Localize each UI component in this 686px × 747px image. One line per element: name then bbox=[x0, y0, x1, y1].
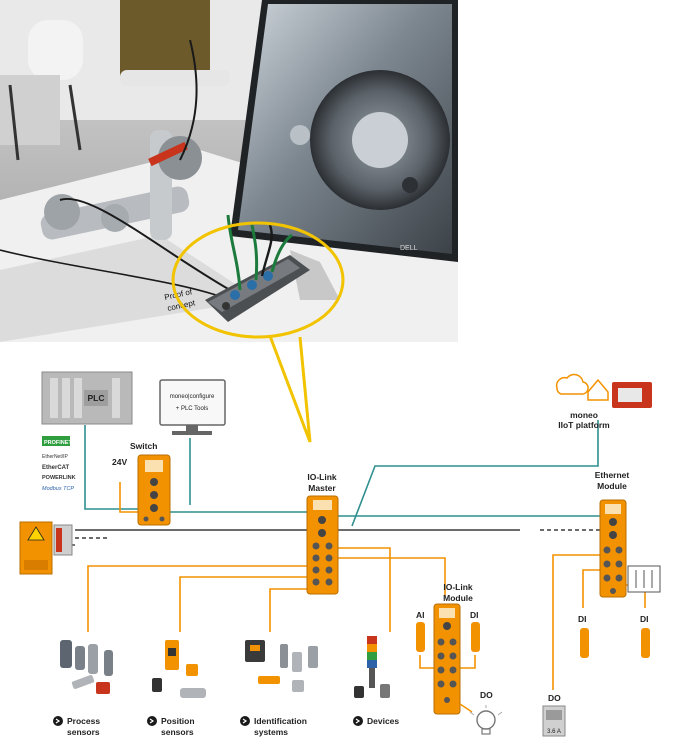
category-process: Process sensors bbox=[53, 716, 100, 737]
category-position-line1: Position bbox=[161, 716, 195, 726]
label-di-module: DI bbox=[470, 610, 479, 620]
category-devices: Devices bbox=[353, 716, 399, 726]
moneo-label-line1: moneo bbox=[570, 410, 598, 420]
person-checkered-shirt bbox=[120, 0, 210, 80]
category-process-line1: Process bbox=[67, 716, 100, 726]
label-di-eth1: DI bbox=[578, 614, 587, 624]
callout-ellipse bbox=[171, 221, 345, 339]
iolink-master-label-line2: Master bbox=[308, 483, 336, 493]
di-sensor-eth2 bbox=[641, 628, 650, 658]
person-background bbox=[28, 20, 83, 80]
iolink-module-label-line1: IO-Link bbox=[443, 582, 473, 592]
ethernet-module-label-line2: Module bbox=[597, 481, 627, 491]
orange-io-lines bbox=[87, 482, 646, 690]
category-identification: Identification systems bbox=[240, 716, 307, 737]
di-sensor-eth1 bbox=[580, 628, 589, 658]
moneo-platform: moneo IIoT platform bbox=[555, 373, 652, 430]
label-do-eth: DO bbox=[548, 693, 561, 703]
protocol-profinet: PROFINET bbox=[44, 440, 72, 446]
iolink-master: IO-Link Master bbox=[306, 472, 339, 595]
di-sensor-module bbox=[471, 622, 480, 652]
monitor: DELL bbox=[230, 0, 458, 300]
process-sensors-group bbox=[60, 640, 113, 694]
house-icon bbox=[587, 378, 609, 401]
label-do-module: DO bbox=[480, 690, 493, 700]
photo-scene: DELL Proof of concept bbox=[0, 0, 458, 342]
label-ai: AI bbox=[416, 610, 425, 620]
pc-label-line1: moneo|configure bbox=[170, 394, 215, 400]
switch: Switch 24V bbox=[112, 441, 171, 526]
category-position: Position sensors bbox=[147, 716, 195, 737]
moneo-label-line2: IIoT platform bbox=[558, 420, 610, 430]
plc: PLC bbox=[41, 371, 133, 425]
identification-systems-group bbox=[245, 640, 318, 692]
category-identification-line2: systems bbox=[254, 727, 288, 737]
category-devices-line1: Devices bbox=[367, 716, 399, 726]
category-position-line2: sensors bbox=[161, 727, 194, 737]
protocol-ethercat: EtherCAT bbox=[42, 465, 70, 471]
category-process-line2: sensors bbox=[67, 727, 100, 737]
ethernet-module: Ethernet Module bbox=[595, 470, 661, 598]
pc-label-line2: + PLC Tools bbox=[176, 406, 208, 412]
iolink-master-label-line1: IO-Link bbox=[307, 472, 337, 482]
contactor-label: 3.6 A bbox=[547, 729, 561, 735]
voltage-label: 24V bbox=[112, 457, 127, 467]
lightbulb-icon bbox=[469, 705, 503, 735]
teal-network-lines bbox=[84, 420, 600, 527]
protocol-logos: PROFINET EtherNet/IP EtherCAT POWERLINK … bbox=[42, 436, 76, 492]
iolink-module: IO-Link Module bbox=[433, 582, 473, 715]
protocol-powerlink: POWERLINK bbox=[42, 475, 76, 481]
monitor-brand: DELL bbox=[400, 245, 418, 252]
callout-pointer bbox=[268, 335, 312, 443]
plc-label: PLC bbox=[88, 393, 105, 403]
ethernet-module-label-line1: Ethernet bbox=[595, 470, 630, 480]
contactor: 3.6 A bbox=[542, 705, 566, 737]
iolink-device-photo bbox=[205, 214, 310, 322]
switch-label: Switch bbox=[130, 441, 157, 451]
iolink-module-label-line2: Module bbox=[443, 593, 473, 603]
power-supply bbox=[19, 521, 73, 575]
dark-lines bbox=[60, 529, 600, 546]
devices-group bbox=[354, 636, 390, 698]
pc-configure: moneo|configure + PLC Tools bbox=[159, 379, 226, 435]
ai-sensor bbox=[416, 622, 425, 652]
monitor-stand bbox=[290, 250, 340, 300]
position-sensors-group bbox=[152, 640, 206, 698]
label-di-eth2: DI bbox=[640, 614, 649, 624]
category-identification-line1: Identification bbox=[254, 716, 307, 726]
protocol-modbus: Modbus TCP bbox=[42, 486, 74, 492]
protocol-ethernetip: EtherNet/IP bbox=[42, 454, 69, 460]
cloud-icon bbox=[555, 373, 589, 395]
